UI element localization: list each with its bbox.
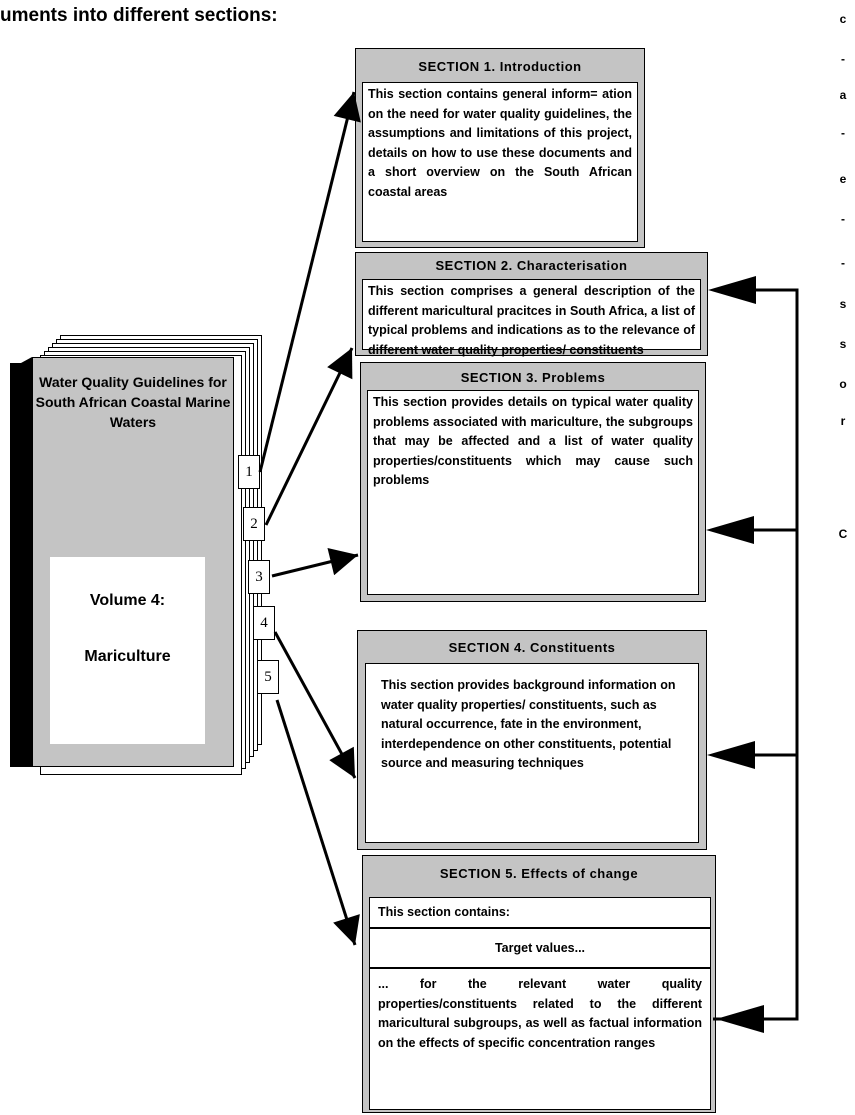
arrowhead-section-3: [706, 516, 754, 544]
book-tab-4: 4: [253, 606, 275, 640]
side-letter: s: [839, 337, 847, 351]
side-letter: o: [839, 377, 847, 391]
side-letter: r: [840, 414, 846, 428]
arrow-to-section-4: [273, 631, 357, 779]
arrowhead-section-2: [708, 276, 756, 304]
arrowhead-section-5: [716, 1005, 764, 1033]
page-heading: uments into different sections:: [0, 5, 278, 26]
section-5-title: SECTION 5. Effects of change: [439, 866, 639, 881]
side-letter: -: [841, 212, 845, 226]
side-letter: -: [841, 52, 845, 66]
section-1-body: This section contains general inform= at…: [362, 82, 638, 242]
book-subtitle: Mariculture: [84, 648, 171, 665]
section-4-body: This section provides background informa…: [365, 663, 699, 843]
side-letter: C: [838, 527, 848, 541]
side-letter: c: [839, 12, 847, 26]
section-2-body: This section comprises a general descrip…: [362, 279, 701, 357]
arrow-to-section-3: [271, 548, 359, 578]
book-tab-1: 1: [238, 455, 260, 489]
side-letter: -: [841, 256, 845, 270]
section-4-title: SECTION 4. Constituents: [448, 640, 616, 655]
section-3: SECTION 3. Problems This section provide…: [360, 362, 706, 602]
book-spine: [10, 363, 32, 767]
book-title: Water Quality Guidelines for South Afric…: [35, 374, 231, 430]
section-3-title: SECTION 3. Problems: [460, 370, 606, 385]
book-volume: Volume 4:: [89, 592, 166, 609]
section-5-target: Target values...: [369, 928, 711, 968]
feedback-bracket: [713, 288, 799, 1021]
section-5-body: ... for the relevant water quality prope…: [369, 968, 711, 1110]
arrow-to-section-5: [275, 699, 360, 946]
section-2-title: SECTION 2. Characterisation: [435, 258, 628, 273]
side-letter: -: [841, 126, 845, 140]
book-tab-2: 2: [243, 507, 265, 541]
book-tab-3: 3: [248, 560, 270, 594]
book-tab-5: 5: [257, 660, 279, 694]
arrow-to-section-1: [258, 91, 361, 473]
arrow-to-section-2: [264, 347, 354, 526]
book-label-panel: [50, 557, 205, 744]
section-3-body: This section provides details on typical…: [367, 390, 699, 595]
arrowhead-section-4: [707, 741, 755, 769]
section-1: SECTION 1. Introduction This section con…: [355, 48, 645, 248]
section-1-title: SECTION 1. Introduction: [418, 59, 582, 74]
section-5-intro: This section contains:: [369, 897, 711, 928]
section-2-panel: SECTION 2. Characterisation This section…: [355, 252, 708, 357]
side-letter: s: [839, 297, 847, 311]
side-letter: e: [839, 172, 847, 186]
section-5: SECTION 5. Effects of change This sectio…: [362, 855, 716, 1113]
side-letter: a: [839, 88, 847, 102]
section-4: SECTION 4. Constituents This section pro…: [357, 630, 707, 850]
